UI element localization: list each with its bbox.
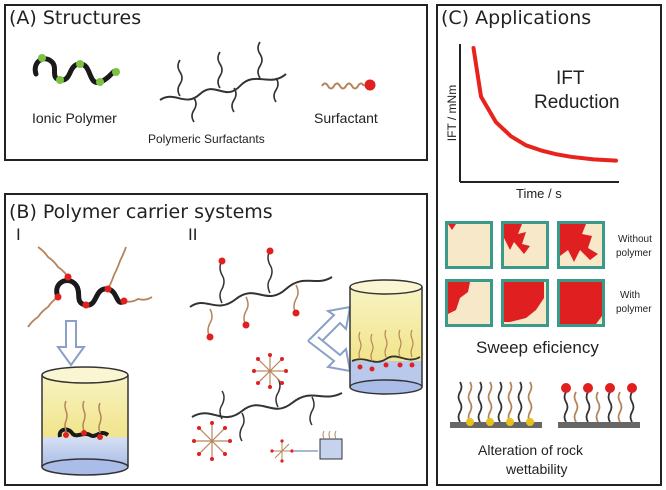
- sweep-efficiency-label: Sweep eficiency: [476, 338, 599, 357]
- ift-x-axis-label: Time / s: [516, 186, 562, 201]
- panel-applications: (C) Applications IFT / mNm Time / s IFT …: [436, 4, 662, 486]
- sweep-tiles-row-1: [444, 220, 612, 274]
- panel-carrier-systems: (B) Polymer carrier systems I II: [4, 193, 428, 486]
- sweep-tiles-row-2: [444, 278, 612, 332]
- panel-b-title: (B) Polymer carrier systems: [9, 201, 273, 223]
- ift-reduction-line: [471, 46, 618, 163]
- polymeric-surfactant-icon: [159, 41, 287, 123]
- roman-one: I: [16, 225, 21, 244]
- sweep-tile-2: [501, 221, 549, 269]
- sweep-tile-1: [445, 221, 493, 269]
- ift-y-axis-label: IFT / mNm: [445, 84, 460, 142]
- surfactant-icon: [321, 79, 376, 91]
- reservoir-cylinder-two: [349, 279, 423, 395]
- surfactant-label: Surfactant: [314, 110, 378, 126]
- wettability-line1: Alteration of rock: [478, 442, 584, 458]
- panel-c-title: (C) Applications: [441, 7, 592, 29]
- wettability-line2: wettability: [506, 461, 568, 477]
- polymeric-surfactants-label: Polymeric Surfactants: [148, 132, 265, 146]
- without-polymer-line2: polymer: [616, 248, 652, 259]
- wettability-illustration: [450, 381, 640, 428]
- roman-two: II: [188, 225, 198, 244]
- sweep-tile-5: [501, 279, 549, 327]
- reservoir-cylinder-one: [41, 366, 129, 476]
- panel-a-title: (A) Structures: [9, 7, 142, 29]
- ift-series-group: [471, 46, 618, 163]
- ift-annotation-line2: Reduction: [534, 92, 620, 113]
- ift-chart: [459, 44, 619, 183]
- micelle-complex-icon: [191, 353, 343, 463]
- panel-structures: (A) Structures Ionic Polymer Polymeric S…: [4, 4, 428, 161]
- ionic-polymer-label: Ionic Polymer: [32, 110, 117, 126]
- ionic-polymer-icon: [32, 54, 120, 86]
- arrow-down-icon: [56, 320, 86, 367]
- sweep-tile-3: [557, 221, 605, 269]
- polymer-surfactant-complex-icon: [27, 246, 153, 328]
- sweep-tile-6: [557, 279, 605, 327]
- with-polymer-line2: polymer: [616, 304, 652, 315]
- sweep-tile-4: [445, 279, 493, 327]
- ift-annotation-line1: IFT: [556, 68, 585, 89]
- with-polymer-line1: With: [620, 290, 640, 301]
- without-polymer-line1: Without: [618, 234, 652, 245]
- polymeric-surfactant-complex-icon: [189, 247, 333, 341]
